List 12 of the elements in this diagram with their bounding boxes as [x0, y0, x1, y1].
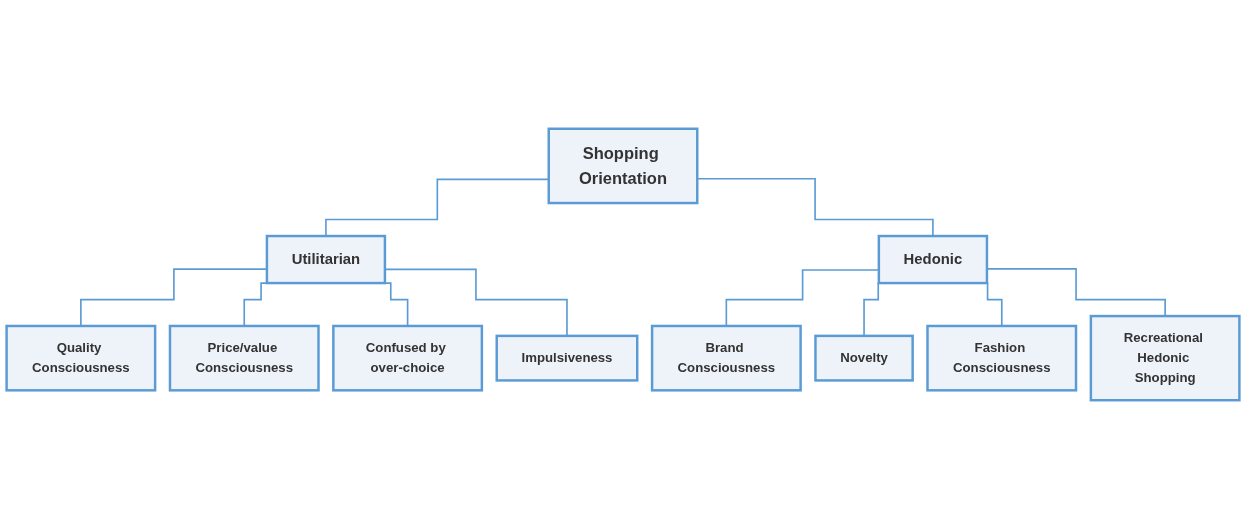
node-box: Price/value Consciousness: [168, 324, 320, 392]
node-box: Confused by over-choice: [332, 324, 484, 392]
node-box: Recreational Hedonic Shopping: [1089, 314, 1241, 402]
node-box: Brand Consciousness: [650, 324, 802, 392]
node-box: Hedonic: [877, 234, 989, 285]
node-box: Fashion Consciousness: [926, 324, 1078, 392]
connector: [986, 268, 1166, 317]
node-box: Utilitarian: [265, 234, 387, 285]
node-box: Novelty: [814, 334, 914, 382]
node-box: Shopping Orientation: [547, 127, 699, 205]
node-box: Quality Consciousness: [5, 324, 157, 392]
node-box: Impulsiveness: [495, 334, 639, 382]
